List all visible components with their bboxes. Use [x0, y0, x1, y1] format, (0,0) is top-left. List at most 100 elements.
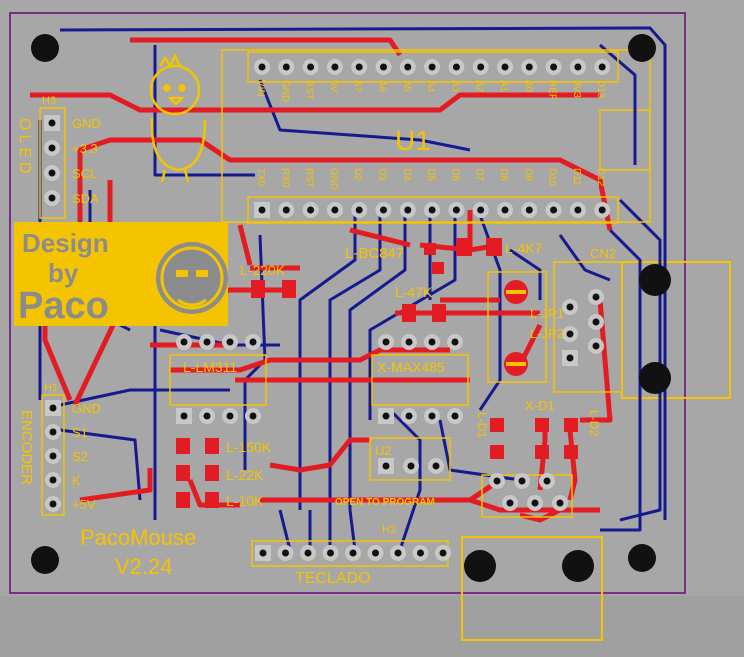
- board-version: V2.24: [115, 554, 173, 579]
- h2-label: H2: [382, 524, 396, 536]
- solder-jumpers: [504, 280, 528, 376]
- encoder-pin-pad: [45, 424, 61, 440]
- arduino-bottom-pin-pad: [448, 202, 465, 218]
- arduino-top-pin-pad: [545, 59, 562, 75]
- max485-pin-pad: [378, 334, 394, 350]
- oled-pin-pad: [44, 115, 60, 131]
- encoder-pin-pad: [45, 400, 61, 416]
- arduino-top-pin-label: A7: [352, 80, 363, 93]
- keyboard-pin-pad: [322, 545, 339, 561]
- arduino-bottom-pin-pad: [375, 202, 392, 218]
- arduino-top-pin-pad: [521, 59, 538, 75]
- oled-pin-pad: [44, 140, 60, 156]
- rj-pin-pad: [539, 473, 555, 489]
- arduino-bottom-pin-label: D3: [377, 168, 388, 181]
- silkscreen-labels: U1 H3 OLED H1 ENCODER L-BC847 L-4K7 L-22…: [16, 95, 616, 587]
- r47k-label: L-47K: [395, 284, 433, 300]
- arduino-top-pin-label: A6: [377, 80, 388, 93]
- r10k-label: L-10K: [226, 493, 264, 509]
- oled-vertical-label: OLED: [16, 118, 33, 178]
- oled-pin-label: GND: [72, 116, 101, 131]
- arduino-top-pin-label: A1: [498, 80, 509, 93]
- arduino-top-pin-label: 3V3: [571, 80, 582, 98]
- silkscreen-outlines: [39, 49, 651, 567]
- open-to-program-label: OPEN TO PROGRAM: [335, 497, 435, 508]
- keyboard-pin-pad: [277, 545, 294, 561]
- cn2-pin-pad: [562, 326, 578, 342]
- keyboard-pin-pad: [435, 545, 451, 561]
- arduino-top-pin-label: VIN: [255, 80, 266, 97]
- rj-pin-pad: [502, 495, 518, 511]
- jp2-label: L-JP2: [530, 326, 564, 341]
- cn2-pin-pad: [562, 299, 578, 315]
- keyboard-pin-pad: [390, 545, 406, 561]
- u2-pin-pad: [378, 458, 394, 474]
- oled-pin-pad: [44, 190, 60, 206]
- chick-icon: [149, 53, 207, 183]
- cn2-pin-pad: [588, 314, 604, 330]
- smd-pads: [176, 238, 578, 508]
- logo-line-1: Design: [22, 228, 109, 258]
- arduino-top-pin-pad: [472, 59, 489, 75]
- arduino-bottom-pin-label: D5: [425, 168, 436, 181]
- arduino-top-pin-label: A2: [474, 80, 485, 93]
- oled-pin-label: +3.3: [72, 141, 98, 156]
- board-title: PacoMouse: [80, 525, 196, 550]
- arduino-top-pin-label: A4: [425, 80, 436, 93]
- lm311-pin-pad: [245, 334, 261, 350]
- bc847-label: L-BC847: [345, 245, 404, 262]
- arduino-top-pin-pad: [594, 59, 611, 75]
- arduino-bottom-pin-pad: [521, 202, 538, 218]
- encoder-pin-label: GND: [72, 401, 101, 416]
- max485-label: X-MAX485: [377, 359, 445, 375]
- arduino-bottom-pin-pad: [472, 202, 489, 218]
- keyboard-label: TECLADO: [295, 570, 371, 587]
- arduino-top-pin-label: REF: [547, 80, 558, 100]
- arduino-top-pin-pad: [497, 59, 513, 75]
- oled-pin-pad: [44, 165, 60, 181]
- arduino-top-pin-pad: [302, 59, 319, 75]
- arduino-bottom-pin-pad: [326, 202, 343, 218]
- encoder-pin-pad: [45, 448, 61, 464]
- max485-pin-pad: [447, 408, 463, 424]
- arduino-bottom-pin-label: RX0: [279, 168, 290, 188]
- arduino-top-pin-pad: [424, 59, 441, 75]
- arduino-top-pin-pad: [375, 59, 392, 75]
- arduino-top-pin-pad: [278, 59, 295, 75]
- arduino-top-pin-pad: [351, 59, 368, 75]
- arduino-bottom-pin-label: TX0: [255, 168, 266, 187]
- arduino-bottom-pin-pad: [497, 202, 513, 218]
- encoder-pin-pad: [45, 496, 61, 512]
- component-pads: [44, 59, 611, 561]
- mounting-hole-top-left: [31, 34, 59, 62]
- design-by-paco-logo: Design by Paco: [14, 222, 228, 327]
- d2-label: L-D2: [587, 410, 601, 436]
- logo-line-2: by: [48, 258, 79, 288]
- arduino-bottom-pin-pad: [399, 202, 416, 218]
- oled-header-ref: H3: [42, 95, 56, 107]
- oled-pin-label: SCL: [72, 166, 97, 181]
- max485-pin-pad: [401, 334, 417, 350]
- arduino-bottom-pin-label: D4: [401, 168, 412, 181]
- u2-pin-pad: [428, 458, 444, 474]
- arduino-bottom-pin-label: D12: [595, 168, 606, 187]
- oled-pin-label: SDA: [72, 191, 99, 206]
- u2-label: U2: [375, 443, 392, 458]
- max485-pin-pad: [424, 334, 440, 350]
- arduino-bottom-pin-label: GND: [328, 168, 339, 190]
- paco-face-icon: [156, 242, 228, 314]
- mounting-hole-bottom-left: [31, 546, 59, 574]
- arduino-bottom-pin-pad: [569, 202, 586, 218]
- arduino-top-pin-label: A0: [522, 80, 533, 93]
- max485-pin-pad: [378, 408, 394, 424]
- d1-label: L-D1: [475, 412, 489, 438]
- cn2-pin-pad: [588, 289, 604, 305]
- r150k-label: L-150K: [226, 439, 272, 455]
- r22k-label: L-22K: [226, 467, 264, 483]
- cn2-pin-pad: [588, 338, 604, 354]
- rj-pin-pad: [527, 495, 543, 511]
- max485-pin-pad: [424, 408, 440, 424]
